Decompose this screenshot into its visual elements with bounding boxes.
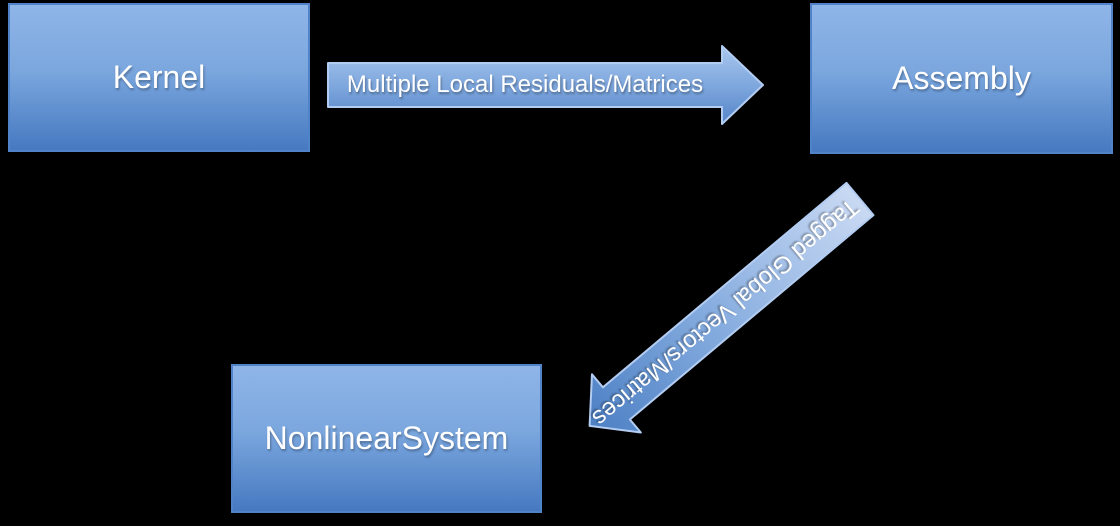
node-kernel: Kernel: [8, 3, 310, 152]
node-kernel-label: Kernel: [112, 59, 206, 95]
arrow-kernel-to-assembly: [327, 45, 764, 125]
node-nonlinear-system-label: NonlinearSystem: [264, 420, 509, 456]
node-nonlinear-system: NonlinearSystem: [231, 364, 542, 513]
node-assembly: Assembly: [810, 3, 1113, 154]
node-assembly-label: Assembly: [892, 60, 1031, 96]
arrow-assembly-to-nonlinearsystem: [588, 181, 875, 434]
